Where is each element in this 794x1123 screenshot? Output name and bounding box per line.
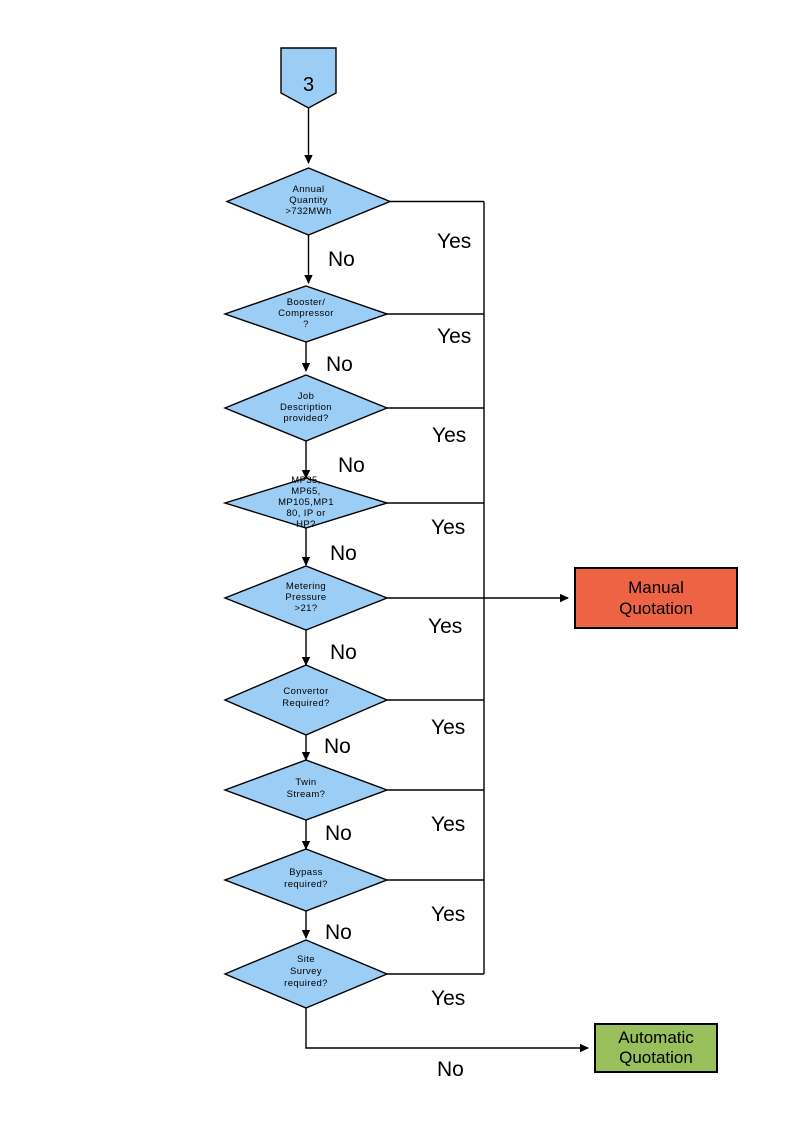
- decision-job-description[interactable]: Job Description provided?: [223, 374, 389, 442]
- label-booster-compressor-yes: Yes: [437, 325, 471, 348]
- decision-meter-type-line-1: MP65,: [291, 486, 320, 497]
- label-bypass-required-no: No: [325, 921, 352, 944]
- decision-job-description-line-0: Job: [298, 391, 315, 402]
- decision-convertor-required-line-1: Required?: [282, 698, 329, 709]
- decision-metering-pressure-line-1: Pressure: [285, 592, 326, 603]
- edge-site-survey-no-to-automatic: [305, 1008, 589, 1053]
- decision-annual-quantity-line-0: Annual: [293, 184, 325, 195]
- label-site-survey-yes: Yes: [431, 987, 465, 1010]
- decision-site-survey-line-1: Survey: [290, 966, 322, 977]
- decision-annual-quantity-line-2: >732MWh: [285, 206, 331, 217]
- terminal-manual-quotation-line-1: Quotation: [619, 599, 693, 618]
- decision-booster-compressor-line-2: ?: [303, 319, 309, 330]
- decision-twin-stream[interactable]: Twin Stream?: [222, 759, 390, 821]
- label-bypass-required-yes: Yes: [431, 903, 465, 926]
- decision-convertor-required[interactable]: Convertor Required?: [223, 664, 389, 736]
- terminal-automatic-quotation-line-1: Quotation: [619, 1048, 693, 1067]
- label-site-survey-no: No: [437, 1058, 464, 1081]
- decision-bypass-required-line-0: Bypass: [289, 867, 323, 878]
- decision-booster-compressor[interactable]: Booster/ Compressor ?: [222, 285, 390, 343]
- decision-booster-compressor-line-1: Compressor: [278, 308, 334, 319]
- label-convertor-required-no: No: [324, 735, 351, 758]
- label-convertor-required-yes: Yes: [431, 716, 465, 739]
- decision-metering-pressure-line-0: Metering: [286, 581, 326, 592]
- label-meter-type-yes: Yes: [431, 516, 465, 539]
- decision-twin-stream-line-0: Twin: [295, 777, 316, 788]
- label-metering-pressure-yes: Yes: [428, 615, 462, 638]
- decision-metering-pressure-line-2: >21?: [295, 603, 318, 614]
- label-twin-stream-no: No: [325, 822, 352, 845]
- decision-meter-type-line-3: 80, IP or: [286, 508, 325, 519]
- decision-meter-type-line-0: MP35,: [291, 475, 320, 486]
- decision-site-survey[interactable]: Site Survey required?: [223, 939, 389, 1009]
- decision-annual-quantity[interactable]: Annual Quantity >732MWh: [225, 167, 392, 236]
- label-meter-type-no: No: [330, 542, 357, 565]
- decision-metering-pressure[interactable]: Metering Pressure >21?: [223, 565, 389, 631]
- terminal-automatic-quotation[interactable]: Automatic Quotation: [594, 1023, 718, 1073]
- decision-booster-compressor-line-0: Booster/: [287, 297, 326, 308]
- decision-site-survey-line-2: required?: [284, 978, 328, 989]
- terminal-automatic-quotation-shape: [594, 1023, 718, 1073]
- terminal-automatic-quotation-line-0: Automatic: [618, 1028, 694, 1047]
- decision-job-description-line-1: Description: [280, 402, 332, 413]
- label-annual-quantity-yes: Yes: [437, 230, 471, 253]
- decision-meter-type-line-4: HP?: [296, 519, 316, 530]
- label-annual-quantity-no: No: [328, 248, 355, 271]
- decision-annual-quantity-line-1: Quantity: [289, 195, 328, 206]
- label-twin-stream-yes: Yes: [431, 813, 465, 836]
- decision-bypass-required-line-1: required?: [284, 879, 328, 890]
- label-booster-compressor-no: No: [326, 353, 353, 376]
- decision-bypass-required[interactable]: Bypass required?: [223, 848, 389, 912]
- off-page-connector-shape: [280, 47, 337, 109]
- decision-twin-stream-line-1: Stream?: [287, 789, 326, 800]
- terminal-manual-quotation-line-0: Manual: [628, 578, 684, 597]
- label-job-description-no: No: [338, 454, 365, 477]
- start-connector-node[interactable]: 3: [280, 47, 337, 109]
- decision-job-description-line-2: provided?: [283, 413, 328, 424]
- terminal-manual-quotation[interactable]: Manual Quotation: [574, 567, 738, 629]
- start-connector-label: 3: [303, 74, 314, 96]
- label-job-description-yes: Yes: [432, 424, 466, 447]
- decision-meter-type-line-2: MP105,MP1: [278, 497, 334, 508]
- decision-site-survey-line-0: Site: [297, 954, 315, 965]
- terminal-manual-quotation-shape: [574, 567, 738, 629]
- decision-meter-type[interactable]: MP35, MP65, MP105,MP1 80, IP or HP?: [222, 475, 390, 530]
- decision-convertor-required-line-0: Convertor: [283, 686, 328, 697]
- label-metering-pressure-no: No: [330, 641, 357, 664]
